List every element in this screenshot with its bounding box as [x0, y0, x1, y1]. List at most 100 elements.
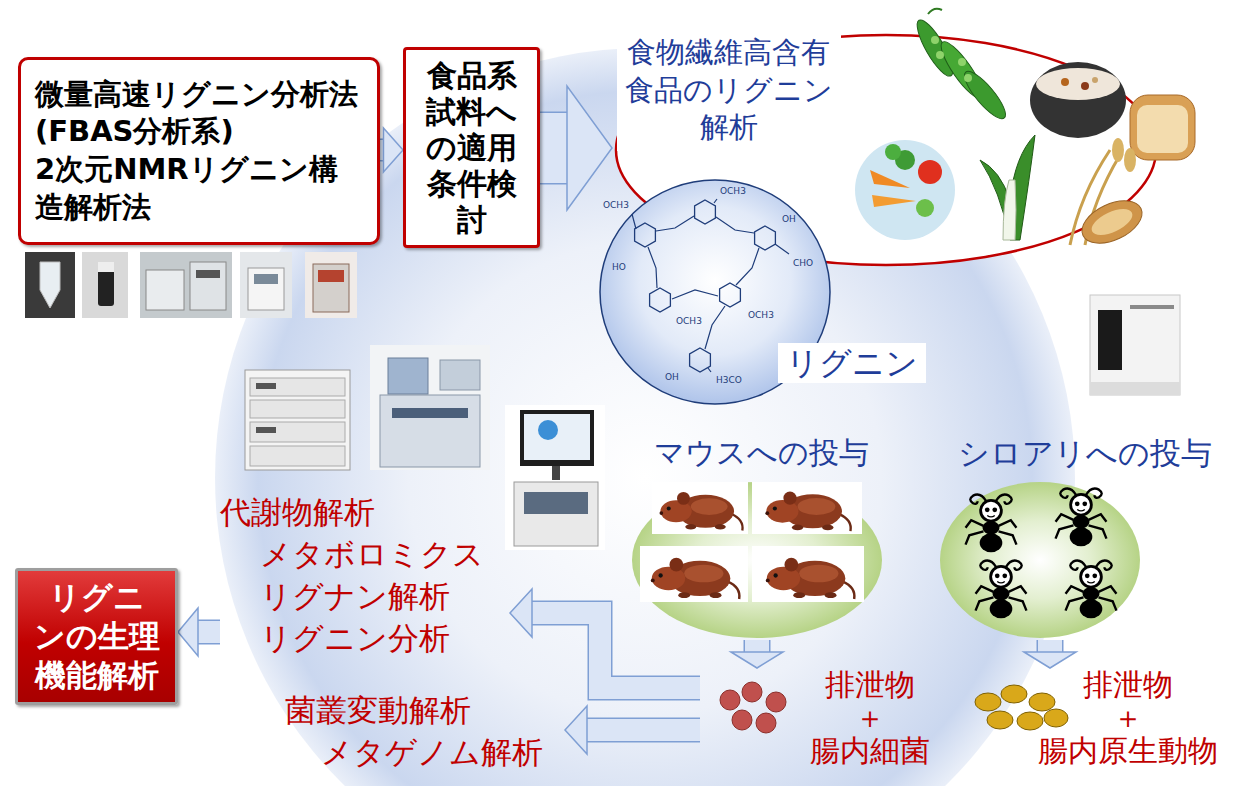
analysis-group: 代謝物解析メタボロミクスリグナン解析リグニン分析 [220, 492, 510, 659]
hplc-instrument [250, 446, 345, 466]
mouse-figures [651, 558, 740, 599]
food-illustration [870, 170, 910, 188]
flow-arrow [731, 640, 783, 668]
termite-pellets [1029, 693, 1055, 711]
chem-group-label: CHO [793, 258, 813, 268]
sequencer-instrument [1130, 305, 1174, 309]
mouse-pellets [720, 682, 786, 733]
food-illustration [1070, 150, 1120, 245]
lignin-structure [695, 200, 716, 224]
food-illustration [1003, 180, 1016, 240]
mouse-pellets [732, 710, 752, 730]
group-heading: シロアリへの投与 [940, 435, 1230, 472]
equipment-photos [254, 274, 278, 284]
food-illustration [895, 150, 915, 170]
flow-arrow [565, 706, 700, 754]
equipment-photos [82, 252, 128, 318]
termite-pellets [975, 685, 1068, 730]
arrow-shaft-outline [1037, 640, 1064, 652]
sample-text: 排泄物 ＋ 腸内原生動物 [1023, 668, 1233, 767]
lignin-structure [650, 288, 671, 312]
mouse-figures [766, 558, 855, 599]
arrow-shaft-outline [198, 620, 220, 645]
food-illustration [980, 135, 1035, 240]
food-illustration [1124, 148, 1136, 172]
food-illustration [911, 16, 959, 80]
lignin-structure [632, 199, 789, 372]
hplc-instrument [250, 422, 345, 442]
equipment-photos [190, 262, 226, 310]
arrow-shaft [540, 113, 567, 183]
termite-figures [966, 489, 1117, 619]
termite-figures [966, 495, 1017, 553]
hplc-instrument [250, 378, 345, 396]
mass-spectrometer [370, 345, 490, 470]
analysis-group: 菌叢変動解析メタゲノム解析 [285, 690, 565, 774]
food-illustration [958, 58, 966, 66]
sample-text: 排泄物 ＋ 腸内細菌 [795, 668, 945, 767]
mouse-figures [752, 546, 864, 602]
food-illustration [935, 37, 989, 103]
food-illustration [1112, 138, 1124, 162]
arrow-head [510, 589, 532, 637]
arrow-shaft [745, 640, 769, 652]
food-illustration [1030, 62, 1126, 138]
sequencer-instrument [1090, 382, 1180, 395]
sequencer-instrument [1090, 295, 1180, 395]
excreta-sample: 排泄物 ＋ 腸内細菌 [700, 668, 945, 768]
arrow-head [1024, 652, 1076, 668]
step-box: 食品系試料への適用条件検討 [403, 47, 540, 248]
food-illustration [964, 74, 972, 82]
chem-group-label: OH [782, 214, 796, 224]
termite-group: シロアリへの投与 [940, 435, 1230, 640]
food-illustration [872, 195, 916, 207]
arrow-shaft [532, 613, 700, 688]
excreta-sample: 排泄物 ＋ 腸内原生動物 [968, 668, 1236, 772]
step-text: 食品系試料への適用条件検討 [426, 58, 518, 238]
analyzer-instrument [524, 492, 588, 514]
food-illustration [885, 144, 901, 160]
termite-figures [976, 561, 1027, 619]
method-text: 2次元NMRリグニン構造解析法 [35, 151, 363, 226]
mouse-figures [640, 482, 864, 602]
mass-spectrometer [388, 358, 428, 394]
equipment-photos [196, 270, 220, 278]
analyzer-instrument [520, 410, 594, 466]
mass-spectrometer [380, 395, 480, 467]
mass-spectrometer [392, 408, 468, 418]
mass-spectrometer [370, 345, 490, 470]
mouse-group: マウスへの投与 [630, 435, 892, 640]
termite-figures [1056, 489, 1107, 547]
termite-ellipse [940, 482, 1140, 638]
mouse-figures [660, 492, 743, 531]
food-illustration [1088, 204, 1136, 241]
arrow-head [567, 86, 612, 210]
lignin-structure [720, 283, 741, 307]
food-illustration [918, 160, 942, 184]
method-text: 微量高速リグニン分析法 (FBAS分析系) [35, 76, 363, 151]
food-illustration [1081, 82, 1089, 90]
termite-pellets [1001, 685, 1027, 703]
food-illustration [1061, 78, 1069, 86]
mass-spectrometer [440, 360, 480, 390]
arrow-head [565, 706, 587, 754]
arrow-shaft [1038, 640, 1062, 652]
equipment-photos [140, 252, 232, 318]
termite-pellets [1044, 709, 1068, 727]
arrow-shaft-outline [587, 718, 700, 743]
arrow-shaft-outline [532, 613, 700, 688]
analysis-text: リグニン分析 [260, 618, 510, 660]
sequencer-instrument [1098, 310, 1122, 370]
sequencer-instrument [1090, 295, 1180, 395]
termite-figures [1066, 561, 1117, 619]
hplc-instrument [245, 370, 350, 470]
arrow-shaft-outline [744, 640, 771, 652]
flow-arrow [380, 128, 403, 172]
chem-group-label: OCH3 [676, 316, 702, 326]
mouse-pellets [766, 692, 786, 712]
mouse-pellets [742, 682, 762, 702]
termite-pellets [987, 711, 1013, 729]
food-illustration [1130, 95, 1195, 160]
hplc-instrument [250, 400, 345, 418]
analysis-text: メタボロミクス [260, 534, 510, 576]
